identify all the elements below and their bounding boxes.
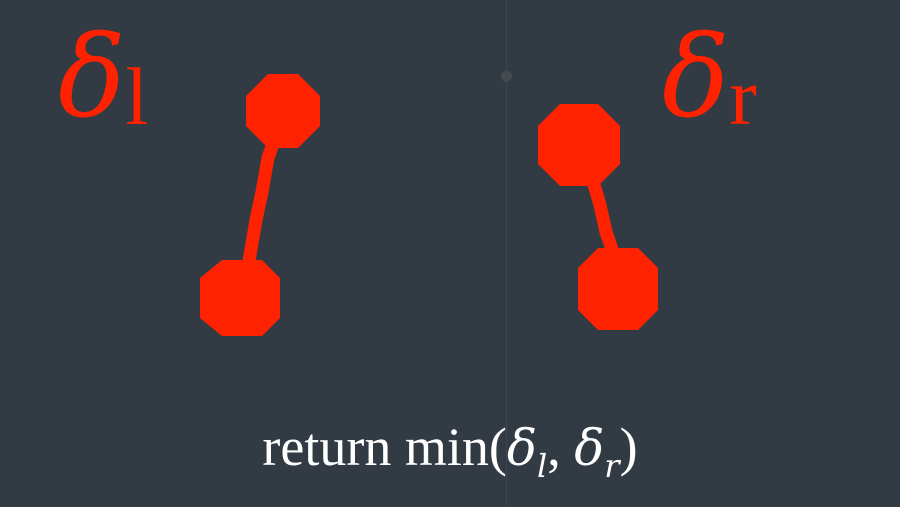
arg-separator: , <box>547 417 575 477</box>
min-function-open: min( <box>404 417 507 477</box>
return-min-expression: return min(δl, δr) <box>0 417 900 482</box>
right-closest-pair <box>538 104 658 330</box>
return-keyword: return <box>262 417 392 477</box>
delta-left-symbol: δ <box>58 13 126 143</box>
divider-line <box>506 0 507 507</box>
arg1-delta: δ <box>506 419 537 477</box>
arg2-delta: δ <box>574 419 605 477</box>
divider-marker <box>501 71 512 82</box>
delta-left-label: δl <box>58 22 148 138</box>
right-point-bottom <box>578 248 658 330</box>
left-closest-pair <box>200 74 320 336</box>
delta-right-symbol: δ <box>662 13 730 143</box>
arg1-subscript: l <box>536 447 548 485</box>
delta-left-subscript: l <box>125 51 149 142</box>
min-function-close: ) <box>619 417 638 477</box>
delta-right-subscript: r <box>729 51 757 142</box>
delta-right-label: δr <box>662 22 757 138</box>
left-point-bottom <box>200 260 280 336</box>
arg2-subscript: r <box>604 447 620 485</box>
left-point-top <box>246 74 320 148</box>
right-point-top <box>538 104 620 186</box>
